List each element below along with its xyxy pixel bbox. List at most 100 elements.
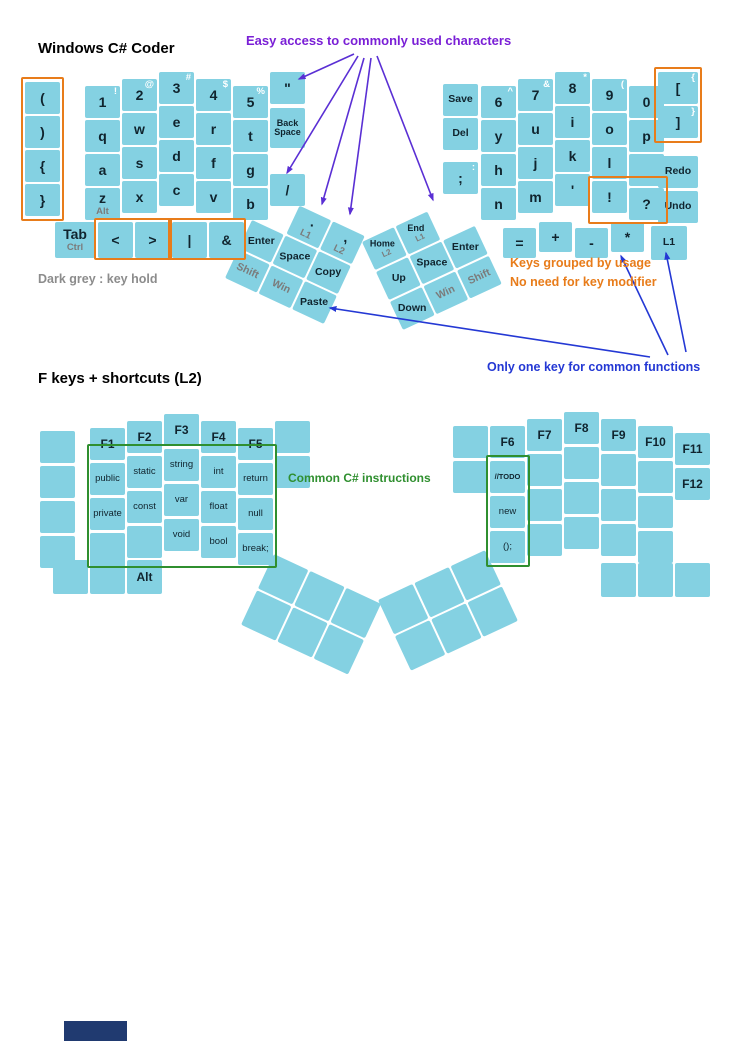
key-f9: F9 <box>601 419 636 451</box>
key-f6: F6 <box>490 426 525 458</box>
key-label: u <box>531 120 540 137</box>
one-key-note: Only one key for common functions <box>487 360 701 374</box>
key-c: c <box>159 174 194 206</box>
key-label: 2 <box>135 86 144 103</box>
key-label: ? <box>642 195 651 212</box>
key-var: var <box>164 484 199 516</box>
key-label: k <box>568 147 577 164</box>
key-hold-label: L1 <box>298 226 313 242</box>
key-label: 5 <box>246 93 255 110</box>
key-shift-symbol: ( <box>620 79 624 90</box>
key-label: < <box>111 231 120 248</box>
key-label: ; <box>458 169 463 186</box>
key-label: + <box>551 228 560 245</box>
key-blank <box>53 560 88 594</box>
key-label: private <box>93 508 122 520</box>
key-label: Paste <box>300 296 329 309</box>
key-label: { <box>39 157 46 174</box>
key-label: break; <box>242 543 269 555</box>
f-keys-layer-title: F keys + shortcuts (L2) <box>38 370 202 387</box>
key-x: x <box>122 181 157 213</box>
key-label: bool <box>209 536 228 548</box>
key-hold-label: L1 <box>413 231 426 244</box>
key-blank <box>275 421 310 453</box>
key-void: void <box>164 519 199 551</box>
key-label: public <box>95 473 120 485</box>
key-shift-symbol: & <box>543 79 550 90</box>
key-label: Enter <box>247 234 275 247</box>
key-blank <box>564 482 599 514</box>
key-label: F3 <box>174 422 189 437</box>
key-symbol: * <box>611 222 644 252</box>
key-label: Back Space <box>274 117 301 137</box>
key-symbol: ) <box>25 116 60 148</box>
key-label: 8 <box>568 79 577 96</box>
key-label: Win <box>269 276 293 296</box>
key-label: , <box>342 228 347 245</box>
key-symbol: = <box>503 228 536 258</box>
key-label: Home <box>369 238 395 249</box>
key-7: &7 <box>518 79 553 111</box>
csharp-instructions-note: Common C# instructions <box>288 471 431 485</box>
key-label: w <box>134 120 145 137</box>
key-symbol: ' <box>555 174 590 206</box>
key-s: s <box>122 147 157 179</box>
key-label: m <box>529 188 542 205</box>
key-label: void <box>172 529 191 541</box>
key-blank <box>40 466 75 498</box>
key-r: r <box>196 113 231 145</box>
key-f8: F8 <box>564 412 599 444</box>
key-j: j <box>518 147 553 179</box>
key-label: 9 <box>605 86 614 103</box>
key-blank <box>601 489 636 521</box>
key-label: o <box>605 120 614 137</box>
key-b: b <box>233 188 268 220</box>
highlight-box-orange <box>654 67 702 143</box>
key-f11: F11 <box>675 433 710 465</box>
key-label: j <box>533 154 538 171</box>
key-label: Down <box>398 301 427 314</box>
key-label: F7 <box>537 427 552 442</box>
key-label: Enter <box>451 240 479 253</box>
key-shift-symbol: ! <box>113 86 117 97</box>
key-label: F8 <box>574 420 589 435</box>
key-label: " <box>284 79 291 96</box>
key-hold-label: Ctrl <box>66 242 84 254</box>
key-f10: F10 <box>638 426 673 458</box>
key-label: F1 <box>100 436 115 451</box>
key-label: = <box>515 234 524 251</box>
key-shift-symbol: } <box>691 106 695 117</box>
highlight-box-green <box>486 455 530 567</box>
key-label: F9 <box>611 427 626 442</box>
key-f4: F4 <box>201 421 236 453</box>
key-label: a <box>98 161 107 178</box>
key-label: const <box>133 501 156 513</box>
key-hold-label: L2 <box>331 242 347 258</box>
key-label: ' <box>570 181 575 198</box>
key-shift-symbol: ^ <box>507 86 513 97</box>
highlight-box-orange <box>588 176 668 224</box>
key-label: static <box>133 466 156 478</box>
key-blank <box>127 526 162 558</box>
key-1: !1 <box>85 86 120 118</box>
key-symbol: } <box>25 184 60 216</box>
key-shift-symbol: @ <box>144 79 154 90</box>
key-public: public <box>90 463 125 495</box>
key-blank <box>564 447 599 479</box>
key-string: string <box>164 449 199 481</box>
key-blank <box>638 531 673 563</box>
key-label: End <box>407 223 425 234</box>
key-label: F10 <box>645 434 666 449</box>
key-blank <box>601 563 636 597</box>
key-w: w <box>122 113 157 145</box>
key-2: @2 <box>122 79 157 111</box>
key-label: Win <box>434 282 457 302</box>
key-blank <box>638 496 673 528</box>
key-v: v <box>196 181 231 213</box>
key-8: *8 <box>555 72 590 104</box>
key-hold-label: L2 <box>380 246 393 259</box>
key-blank <box>675 563 710 597</box>
